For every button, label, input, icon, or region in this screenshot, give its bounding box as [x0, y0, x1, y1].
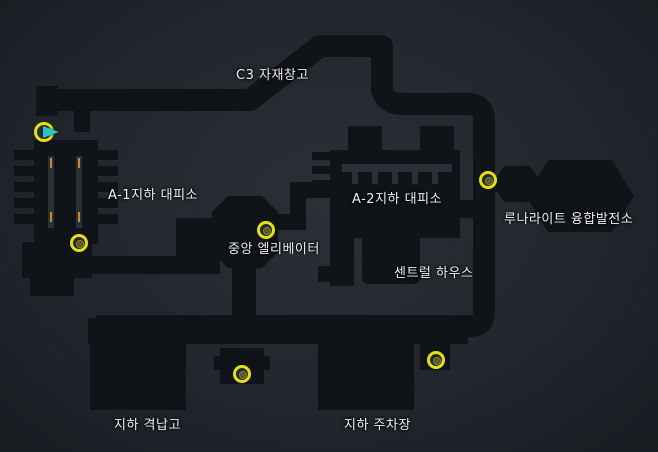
label-underground-hangar: 지하 격납고 — [114, 418, 181, 433]
central-elevator-room — [212, 196, 278, 268]
label-central-house: 센트럴 하우스 — [394, 266, 474, 281]
label-a1-shelter: A-1지하 대피소 — [108, 188, 199, 203]
central-house-room — [362, 234, 420, 284]
elevator-south-shaft — [232, 266, 256, 326]
waypoint-marker-icon[interactable] — [427, 351, 445, 369]
parking-room — [318, 340, 414, 410]
label-central-elevator: 중앙 엘리베이터 — [228, 242, 320, 257]
player-position-arrow-icon — [43, 126, 59, 138]
south-corridor — [88, 318, 468, 344]
label-c3-warehouse: C3 자재창고 — [236, 68, 309, 83]
c3-corridor — [45, 35, 495, 337]
a1-shelter-room — [34, 140, 98, 244]
a1-north-link — [74, 108, 90, 132]
waypoint-marker-icon[interactable] — [70, 234, 88, 252]
label-lunarite-plant: 루나라이트 융합발전소 — [504, 212, 634, 227]
hangar-room — [90, 340, 186, 410]
waypoint-marker-icon[interactable] — [257, 221, 275, 239]
waypoint-marker-icon[interactable] — [479, 171, 497, 189]
a1-central-link — [88, 256, 178, 274]
c3-west-end — [36, 86, 58, 116]
waypoint-marker-icon[interactable] — [233, 365, 251, 383]
label-underground-parking: 지하 주차장 — [344, 418, 411, 433]
player-position-marker[interactable] — [34, 122, 59, 142]
corridor-network — [14, 35, 634, 410]
label-a2-shelter: A-2지하 대피소 — [352, 192, 443, 207]
